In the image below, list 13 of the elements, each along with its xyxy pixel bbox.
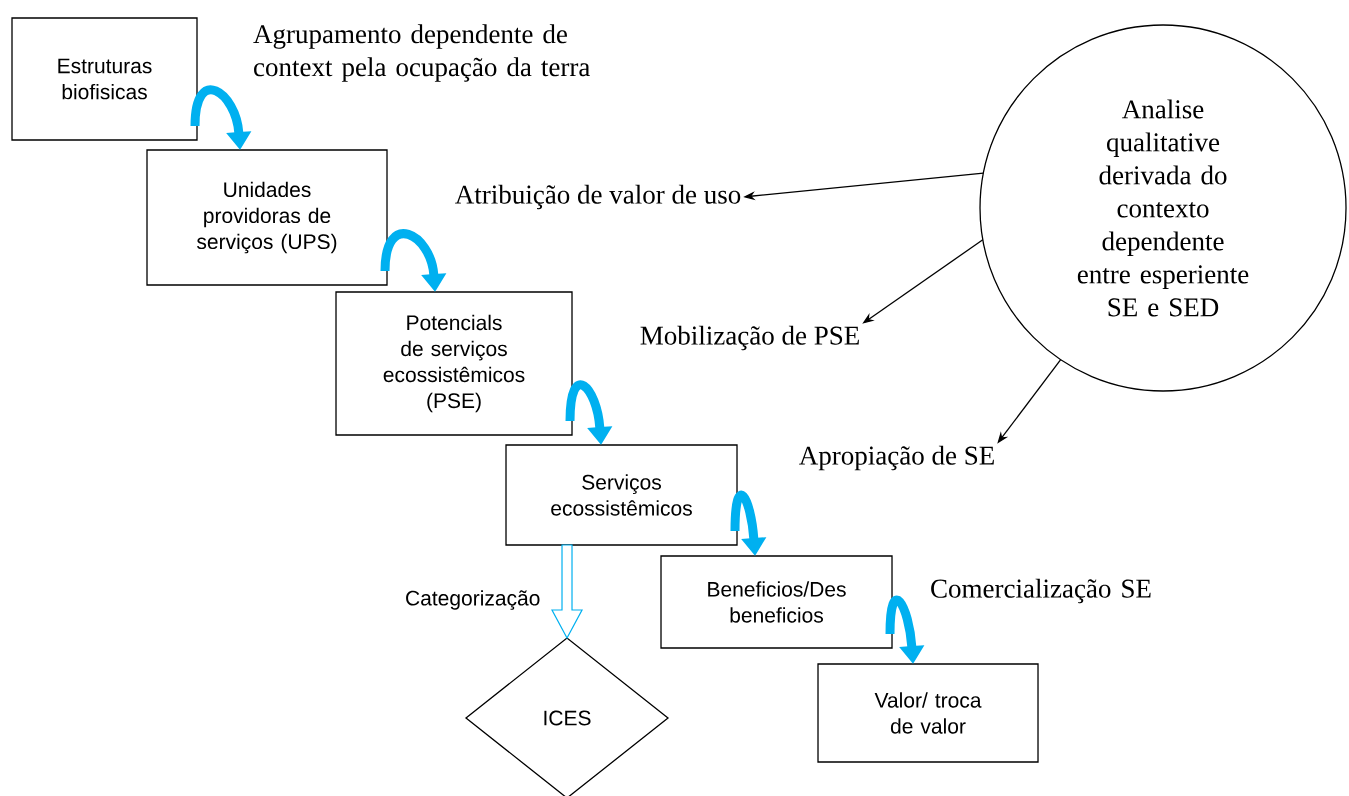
annotation-text: Mobilização de PSE [640,325,859,351]
edge-label: Categorização [406,590,540,610]
process-box: Unidades providoras de serviços (UPS) [146,149,388,286]
edge-label: Agrupamento dependente de context pela ocupação da terra [253,24,590,82]
edge-label: Comercialização SE [931,578,1151,604]
annotation-text: Apropiação de SE [799,445,994,471]
hollow-arrow [551,544,583,640]
process-box: Estruturas biofisicas [11,17,198,141]
annotation-text: Atribuição de valor de uso [455,184,741,210]
process-box: Valor/ troca de valor [817,663,1039,763]
process-box: Serviços ecossistêmicos [505,444,738,546]
process-box: Potencials de serviços ecossistêmicos (PSE) [335,291,573,436]
process-box: Beneficios/Des beneficios [660,555,893,649]
